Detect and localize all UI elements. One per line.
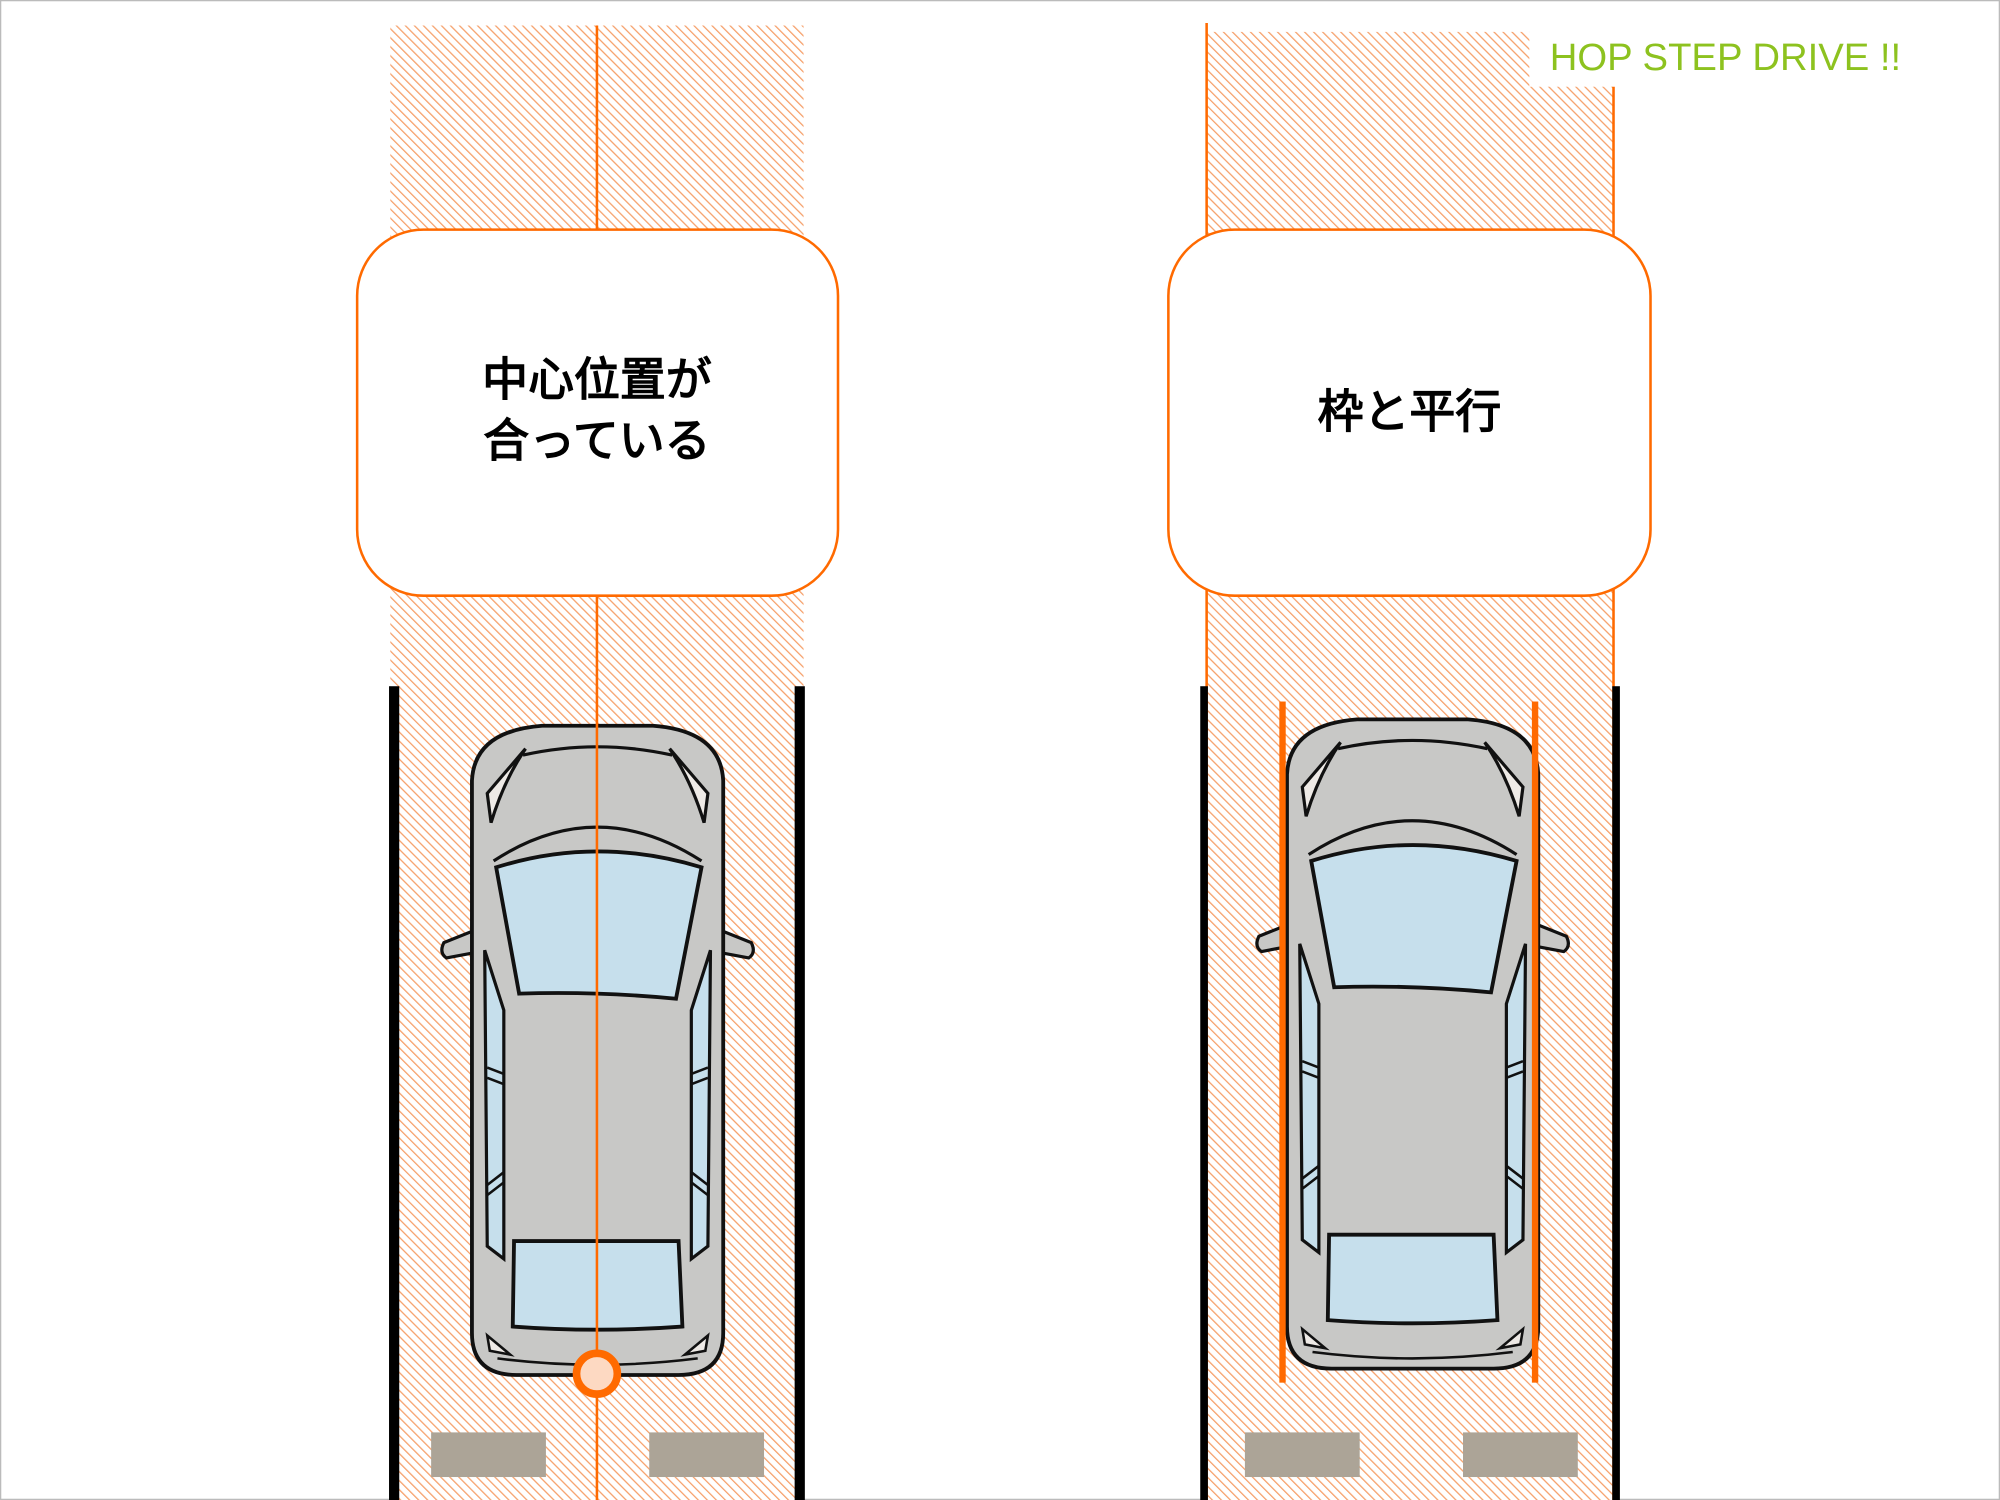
panel-parallel-alignment: 枠と平行 xyxy=(1167,22,1652,1500)
wheel-stop-right xyxy=(1463,1432,1578,1478)
logo-text: HOP STEP DRIVE !! xyxy=(1550,36,1901,79)
parking-line-right xyxy=(794,686,805,1500)
parallel-guide-left xyxy=(1279,701,1286,1383)
panel-center-alignment: 中心位置が 合っている xyxy=(355,25,840,1500)
parking-line-left xyxy=(1200,686,1208,1500)
wheel-stop-left xyxy=(1244,1432,1360,1478)
center-marker xyxy=(572,1349,622,1398)
logo-backdrop xyxy=(1529,25,1619,87)
caption-line-1: 枠と平行 xyxy=(1318,384,1502,438)
caption-line-1: 中心位置が xyxy=(482,352,712,406)
wheel-stop-right xyxy=(649,1432,765,1478)
parking-line-left xyxy=(389,686,400,1500)
caption-box xyxy=(1167,228,1652,597)
car-top-view xyxy=(1254,717,1571,1371)
parallel-guide-right xyxy=(1531,701,1539,1383)
caption-box xyxy=(355,228,840,597)
parking-line-right xyxy=(1612,686,1620,1500)
caption-line-2: 合っている xyxy=(483,414,710,468)
wheel-stop-left xyxy=(431,1432,546,1478)
